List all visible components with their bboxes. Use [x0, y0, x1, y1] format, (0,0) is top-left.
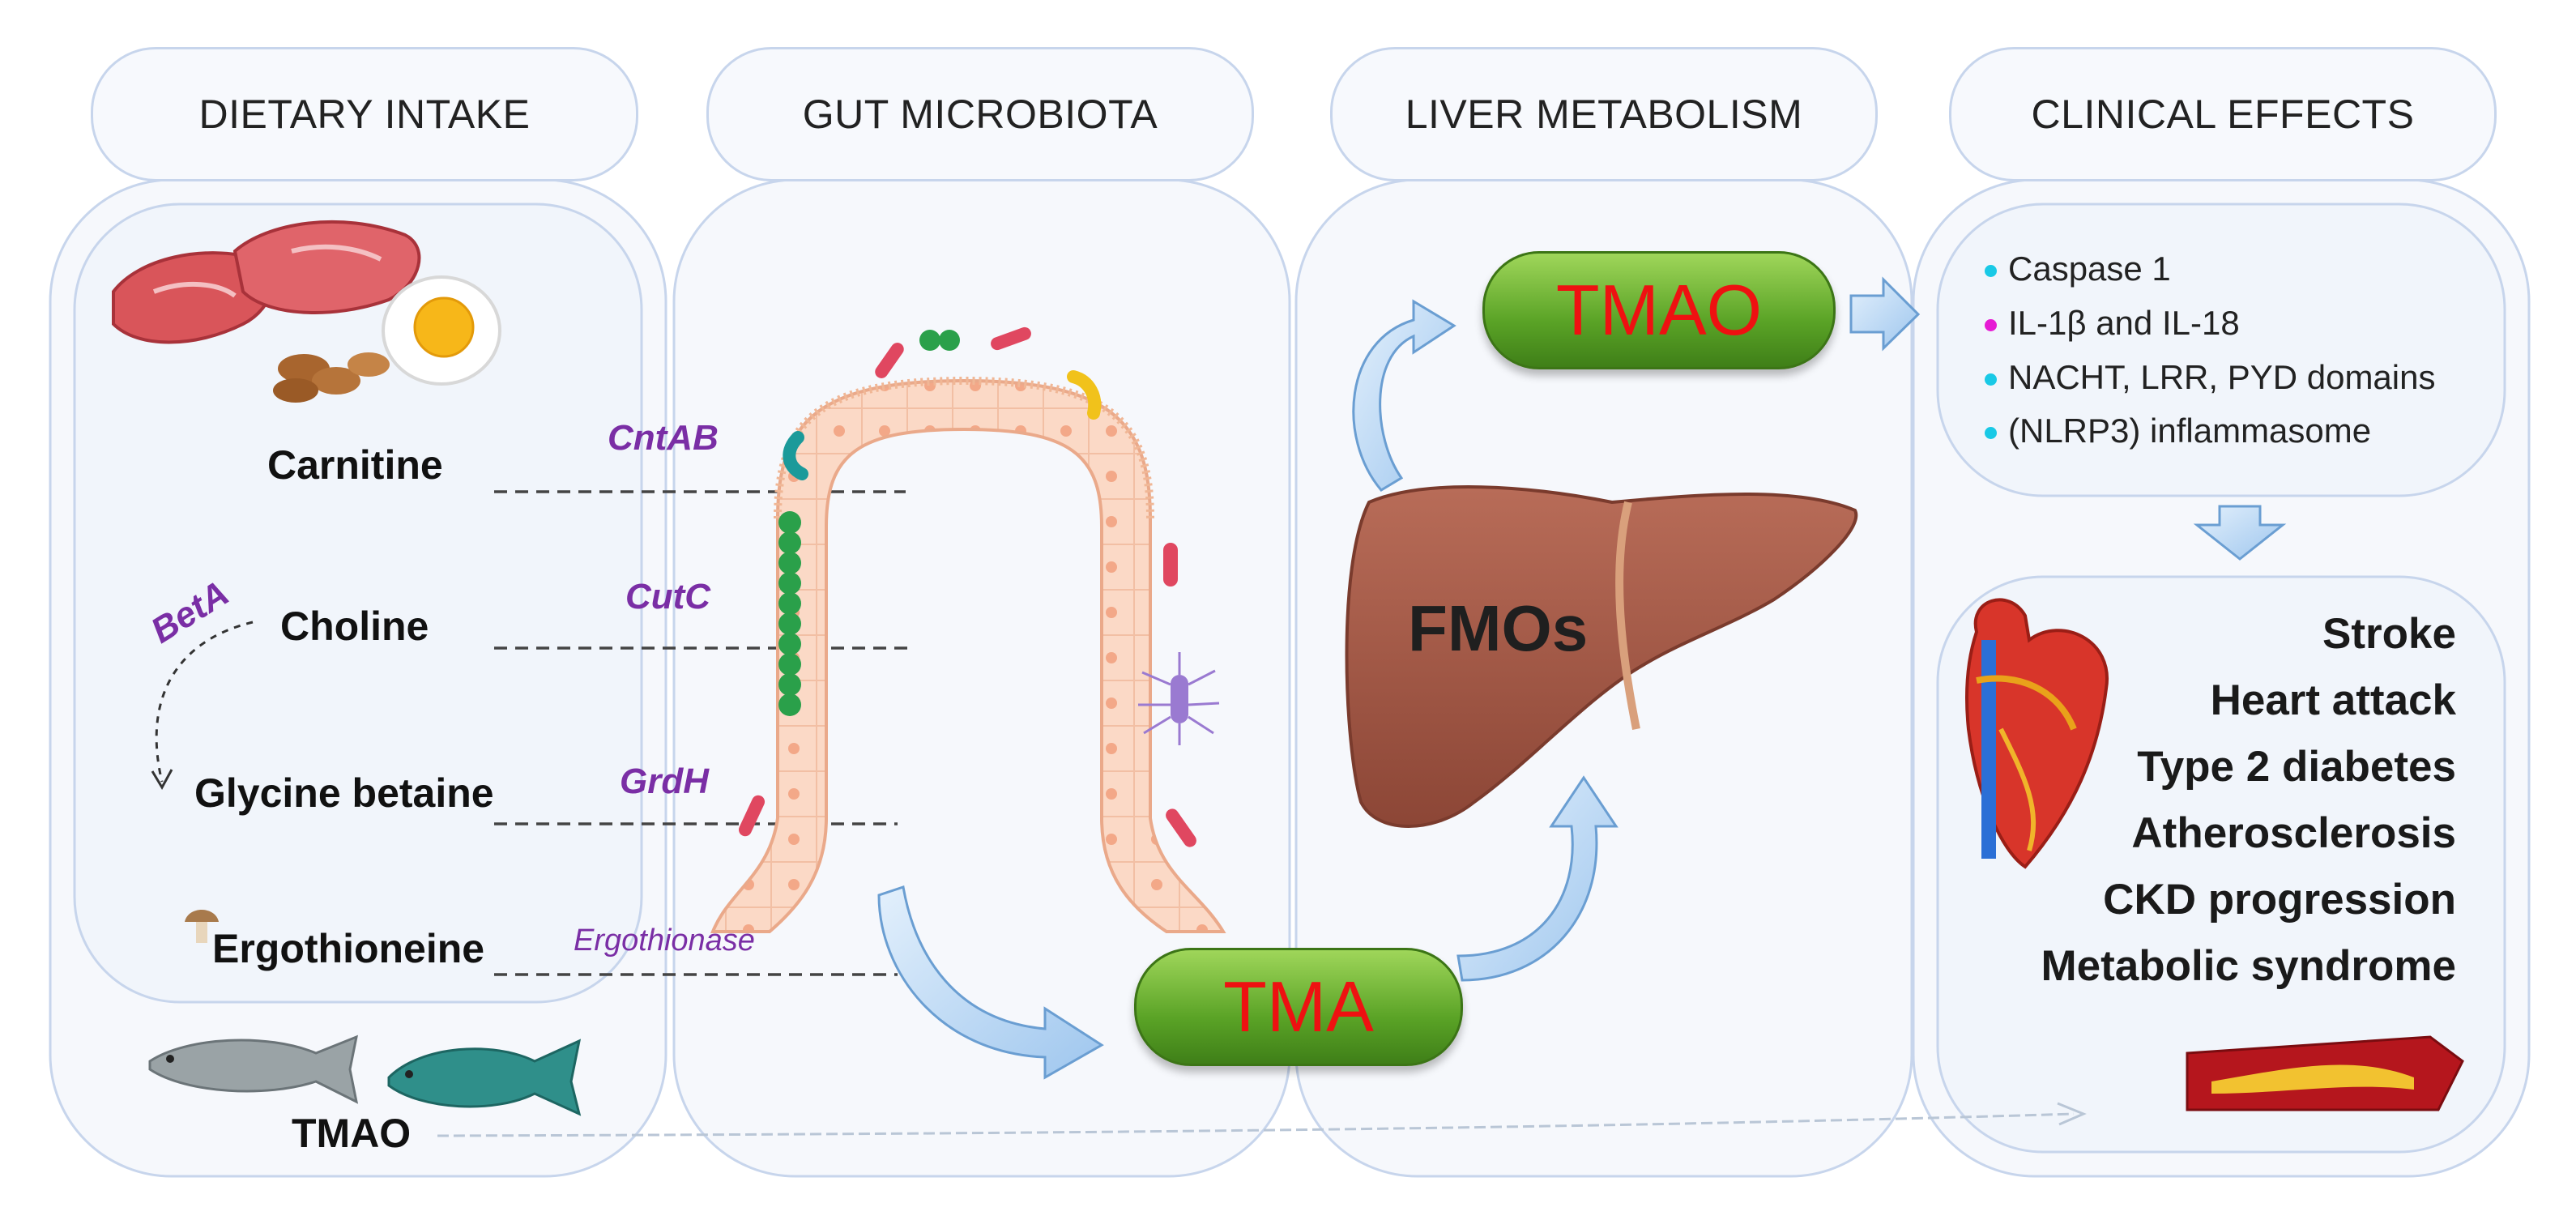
egg-icon — [382, 275, 501, 386]
flow-arrows — [877, 276, 2287, 1080]
bullet-dot — [1985, 319, 1997, 332]
bullet-dot — [1985, 265, 1997, 278]
tmao-pill: TMAO — [1482, 251, 1836, 369]
header-clinical-effects: CLINICAL EFFECTS — [1949, 47, 2497, 181]
tma-pill: TMA — [1134, 948, 1463, 1066]
enzyme-cutc: CutC — [625, 577, 711, 616]
fish-grey-icon — [148, 1034, 359, 1104]
effect-metabolic-syndrome: Metabolic syndrome — [2041, 942, 2456, 990]
effect-heart-attack: Heart attack — [2210, 676, 2456, 724]
fmos-label: FMOs — [1408, 592, 1589, 664]
compound-carnitine: Carnitine — [267, 442, 443, 488]
inflammasome-item-3: (NLRP3) inflammasome — [1985, 412, 2371, 450]
effect-atherosclerosis: Atherosclerosis — [2131, 809, 2456, 857]
effect-stroke: Stroke — [2322, 610, 2456, 658]
mushroom-icon — [185, 910, 219, 943]
inflammasome-item-1: IL-1β and IL-18 — [1985, 304, 2240, 343]
fish-teal-icon — [387, 1039, 582, 1116]
nuts-icon — [273, 352, 390, 403]
compound-choline: Choline — [280, 604, 429, 649]
tmao-diet-arrow — [437, 1112, 2075, 1137]
inflammasome-item-0: Caspase 1 — [1985, 250, 2171, 288]
enzyme-grdh: GrdH — [620, 761, 709, 801]
enzyme-cntab: CntAB — [608, 418, 719, 458]
header-liver-metabolism: LIVER METABOLISM — [1330, 47, 1878, 181]
liver-icon — [1345, 485, 1858, 828]
inflammasome-label: Caspase 1 — [2008, 250, 2171, 288]
effect-type2-diabetes: Type 2 diabetes — [2137, 743, 2456, 791]
inflammasome-label: NACHT, LRR, PYD domains — [2008, 358, 2436, 396]
header-dietary-intake: DIETARY INTAKE — [91, 47, 638, 181]
bullet-dot — [1985, 373, 1997, 386]
meat-icon — [112, 220, 421, 344]
compound-ergothioneine: Ergothioneine — [212, 926, 485, 971]
compound-tmao-diet: TMAO — [292, 1111, 412, 1156]
beta-arrow — [155, 621, 254, 783]
inflammasome-label: (NLRP3) inflammasome — [2008, 412, 2372, 450]
heart-icon — [1965, 598, 2109, 869]
artery-icon — [2186, 1035, 2464, 1111]
dietary-panel-inner — [73, 203, 643, 1004]
inflammasome-label: IL-1β and IL-18 — [2008, 304, 2240, 342]
bullet-dot — [1985, 427, 1997, 440]
inflammasome-panel — [1936, 203, 2506, 497]
enzyme-ergothionase: Ergothionase — [574, 924, 755, 958]
bacteria-cluster — [738, 326, 1220, 847]
effect-ckd-progression: CKD progression — [2103, 876, 2456, 924]
header-gut-microbiota: GUT MICROBIOTA — [706, 47, 1254, 181]
compound-glycine-betaine: Glycine betaine — [194, 770, 494, 816]
inflammasome-item-2: NACHT, LRR, PYD domains — [1985, 358, 2435, 397]
